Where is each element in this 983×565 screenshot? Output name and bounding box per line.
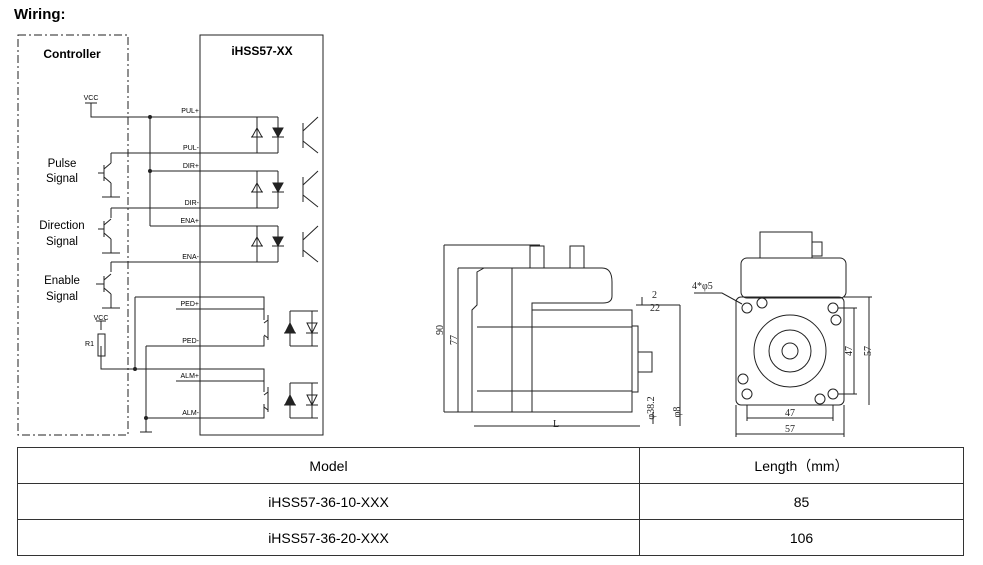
dim-holes: 4*φ5 xyxy=(692,281,713,292)
opto-output-2 xyxy=(263,382,318,419)
opto-input-2 xyxy=(251,170,319,208)
wiring-heading: Wiring: xyxy=(14,6,66,23)
pin-label: PED- xyxy=(182,338,199,345)
model-cell: iHSS57-36-10-XXX xyxy=(17,483,640,520)
header-model: Model xyxy=(17,447,640,484)
signal-label: Enable xyxy=(44,275,80,287)
pin-label: PUL+ xyxy=(181,108,199,115)
controller-box xyxy=(17,34,129,436)
dim-shaft: φ8 xyxy=(672,407,683,418)
dim-pilot: φ38.2 xyxy=(646,396,657,419)
model-length-table: Model Length（mm） iHSS57-36-10-XXX 85 iHS… xyxy=(17,447,964,556)
pin-label: DIR+ xyxy=(183,163,199,170)
pin-label: ENA+ xyxy=(181,218,199,225)
signal-label: Pulse xyxy=(48,158,77,170)
motor-front-view xyxy=(694,231,872,437)
dim-77: 77 xyxy=(449,335,460,345)
dim-width-v: 57 xyxy=(863,346,874,356)
opto-output-1 xyxy=(263,310,318,347)
table-header-row: Model Length（mm） xyxy=(17,447,964,484)
signal-label: Direction xyxy=(39,220,84,232)
pin-label: PUL- xyxy=(183,145,200,152)
pin-label: DIR- xyxy=(185,200,200,207)
dim-2: 2 xyxy=(652,290,657,301)
opto-input-1 xyxy=(251,116,319,154)
signal-label: Signal xyxy=(46,236,78,248)
header-length: Length（mm） xyxy=(639,447,964,484)
controller-label: Controller xyxy=(43,47,101,61)
vcc2-label: VCC xyxy=(94,315,109,322)
dim-22: 22 xyxy=(650,303,660,314)
pulse-transistor xyxy=(98,153,120,198)
signal-label: Signal xyxy=(46,173,78,185)
table-row: iHSS57-36-20-XXX 106 xyxy=(17,519,964,556)
pin-label: ENA- xyxy=(182,254,199,261)
direction-transistor xyxy=(98,208,120,254)
signal-label: Signal xyxy=(46,291,78,303)
pin-label: PED+ xyxy=(181,301,199,308)
resistor-r1 xyxy=(97,333,106,357)
vcc-label: VCC xyxy=(84,95,99,102)
dim-width-h: 57 xyxy=(785,424,795,435)
r1-label: R1 xyxy=(85,341,94,348)
dim-hole-pitch-v: 47 xyxy=(844,346,855,356)
table-row: iHSS57-36-10-XXX 85 xyxy=(17,483,964,520)
driver-box xyxy=(199,34,324,436)
enable-transistor xyxy=(96,262,120,309)
wiring-diagram: Controller iHSS57-XX VCC VCC R1 Pulse Si… xyxy=(17,34,874,437)
dim-90: 90 xyxy=(435,325,446,335)
length-cell: 106 xyxy=(639,519,964,556)
dim-hole-pitch-h: 47 xyxy=(785,408,795,419)
dim-L: L xyxy=(553,419,559,430)
pin-label: ALM- xyxy=(182,410,199,417)
pin-label: ALM+ xyxy=(181,373,199,380)
motor-side-view xyxy=(443,244,681,427)
opto-input-3 xyxy=(251,225,319,263)
driver-label: iHSS57-XX xyxy=(231,44,292,58)
length-cell: 85 xyxy=(639,483,964,520)
model-cell: iHSS57-36-20-XXX xyxy=(17,519,640,556)
